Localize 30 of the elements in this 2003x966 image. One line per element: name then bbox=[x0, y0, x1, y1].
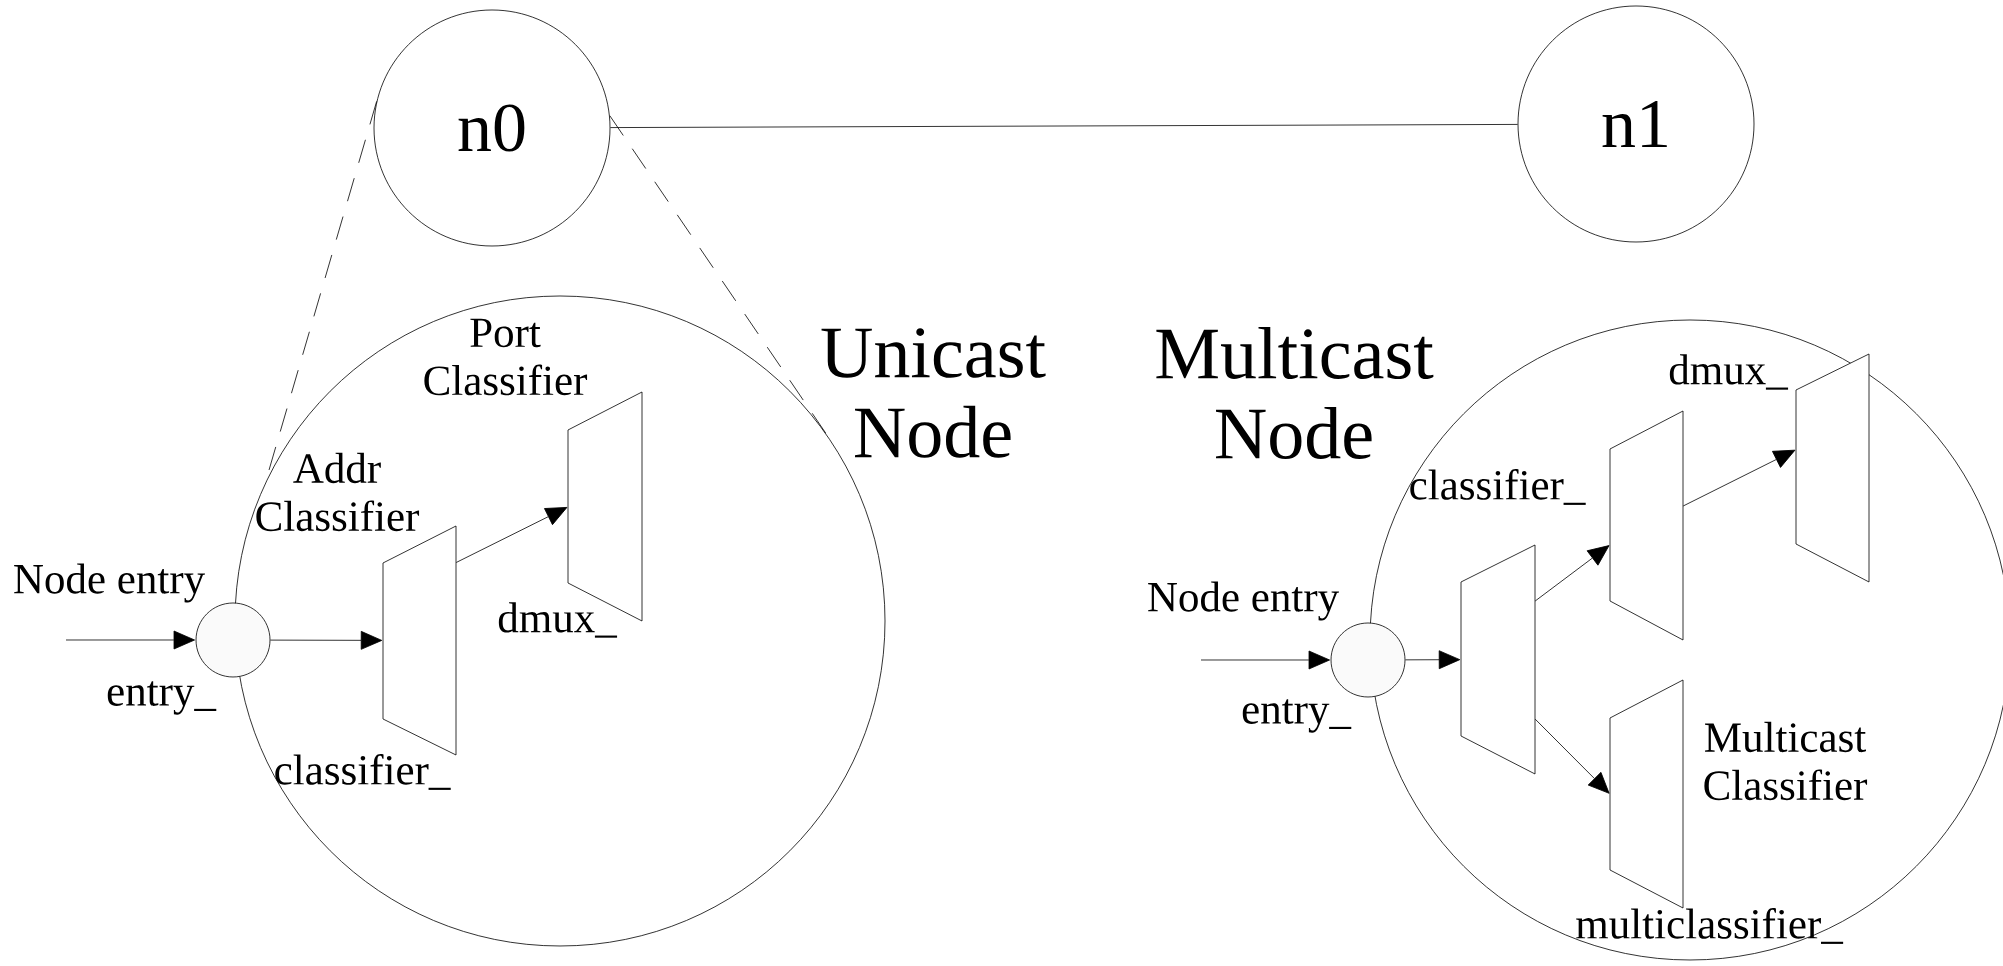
entry-point bbox=[195, 602, 271, 678]
component-label: Multicast Classifier bbox=[1704, 721, 1868, 801]
classifier-trapezoid bbox=[1609, 410, 1684, 641]
component-label: Port Classifier bbox=[424, 318, 588, 396]
component-label: dmux_ bbox=[1669, 354, 1789, 390]
node-title: Multicast Node bbox=[1156, 326, 1434, 460]
classifier-trapezoid bbox=[1609, 679, 1684, 909]
zoom-line bbox=[609, 115, 827, 435]
component-label: entry_ bbox=[107, 681, 217, 715]
component-label: entry_ bbox=[1242, 699, 1352, 733]
arrow bbox=[455, 507, 568, 563]
arrow bbox=[65, 630, 195, 650]
connecting-line bbox=[610, 124, 1518, 128]
arrow bbox=[1200, 650, 1330, 670]
component-label: dmux_ bbox=[498, 602, 618, 638]
arrow bbox=[1534, 718, 1610, 794]
entry-point bbox=[1330, 622, 1406, 698]
classifier-trapezoid bbox=[1795, 353, 1870, 583]
arrow bbox=[1682, 449, 1796, 507]
component-label: classifier_ bbox=[1410, 469, 1586, 505]
component-label: Node entry bbox=[14, 563, 205, 603]
classifier-trapezoid bbox=[1460, 544, 1536, 775]
node-title: Unicast Node bbox=[821, 328, 1046, 458]
component-label: multiclassifier_ bbox=[1576, 908, 1844, 944]
arrow bbox=[1405, 650, 1461, 670]
component-label: Addr Classifier bbox=[256, 452, 420, 532]
component-label: Node entry bbox=[1148, 581, 1339, 621]
arrow bbox=[1534, 545, 1610, 602]
arrow bbox=[270, 630, 383, 650]
component-label: classifier_ bbox=[275, 754, 451, 790]
